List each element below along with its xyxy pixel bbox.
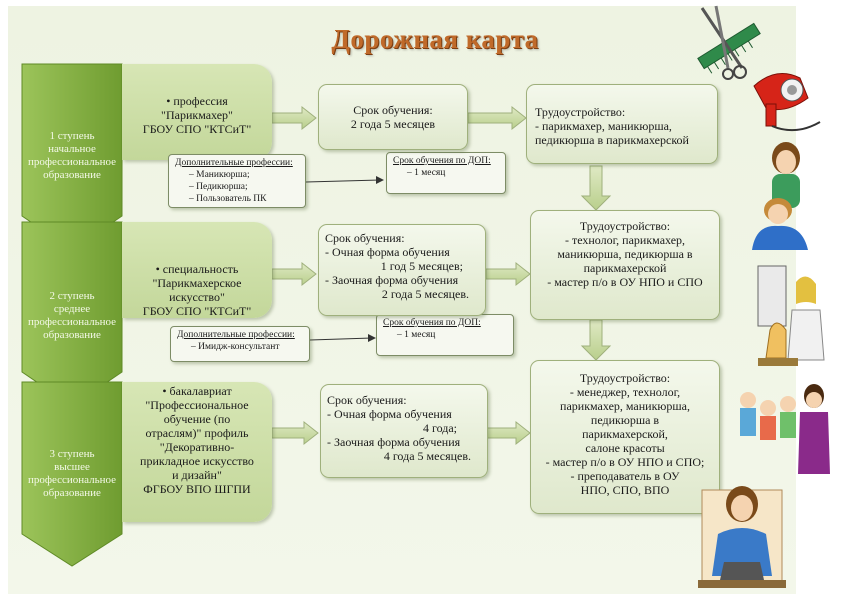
arrow-program-duration-2 bbox=[271, 261, 317, 287]
teacher-laptop-icon bbox=[698, 486, 786, 588]
students-group-icon bbox=[740, 384, 830, 474]
level-1-program-box: • профессия"Парикмахер" ГБОУ СПО "КТСиТ" bbox=[122, 64, 272, 160]
level-3-employment-box: Трудоустройство: - менеджер, технолог, п… bbox=[530, 360, 720, 514]
level-2-program-box: • специальность"Парикмахерское искусство… bbox=[122, 222, 272, 318]
arrow-duration-employment-2 bbox=[485, 261, 531, 287]
arrow-duration-employment-3 bbox=[485, 420, 531, 446]
hair-dryer-icon bbox=[753, 73, 821, 132]
level-3-program-box: • бакалавриат"Профессиональное обучение … bbox=[122, 382, 272, 522]
arrow-employment-1-2 bbox=[580, 165, 612, 211]
arrow-program-duration-3 bbox=[271, 420, 319, 446]
level-1-duration-box: Срок обучения: 2 года 5 месяцев bbox=[318, 84, 468, 150]
arrow-duration-employment-1 bbox=[467, 105, 527, 131]
arrow-program-duration-1 bbox=[271, 105, 317, 131]
salon-mirror-icon bbox=[757, 265, 825, 366]
hairdresser-icon bbox=[752, 142, 808, 250]
level-2-extra-professions: Дополнительные профессии: – Имидж-консул… bbox=[170, 326, 310, 362]
level-3-chevron bbox=[21, 381, 123, 567]
level-2-duration-box: Срок обучения: - Очная форма обучения 1 … bbox=[318, 224, 486, 316]
level-2-employment-box: Трудоустройство: - технолог, парикмахер,… bbox=[530, 210, 720, 320]
page-title: Дорожная карта bbox=[331, 24, 539, 54]
level-1-employment-box: Трудоустройство: - парикмахер, маникюрша… bbox=[526, 84, 718, 164]
level-2-dop-duration: Срок обучения по ДОП: – 1 месяц bbox=[376, 314, 514, 356]
level-3-duration-box: Срок обучения: - Очная форма обучения 4 … bbox=[320, 384, 488, 478]
scissors-comb-icon bbox=[697, 5, 761, 80]
level-1-extra-professions: Дополнительные профессии: – Маникюрша; –… bbox=[168, 154, 306, 208]
level-1-dop-duration: Срок обучения по ДОП: – 1 месяц bbox=[386, 152, 506, 194]
arrow-employment-2-3 bbox=[580, 319, 612, 361]
